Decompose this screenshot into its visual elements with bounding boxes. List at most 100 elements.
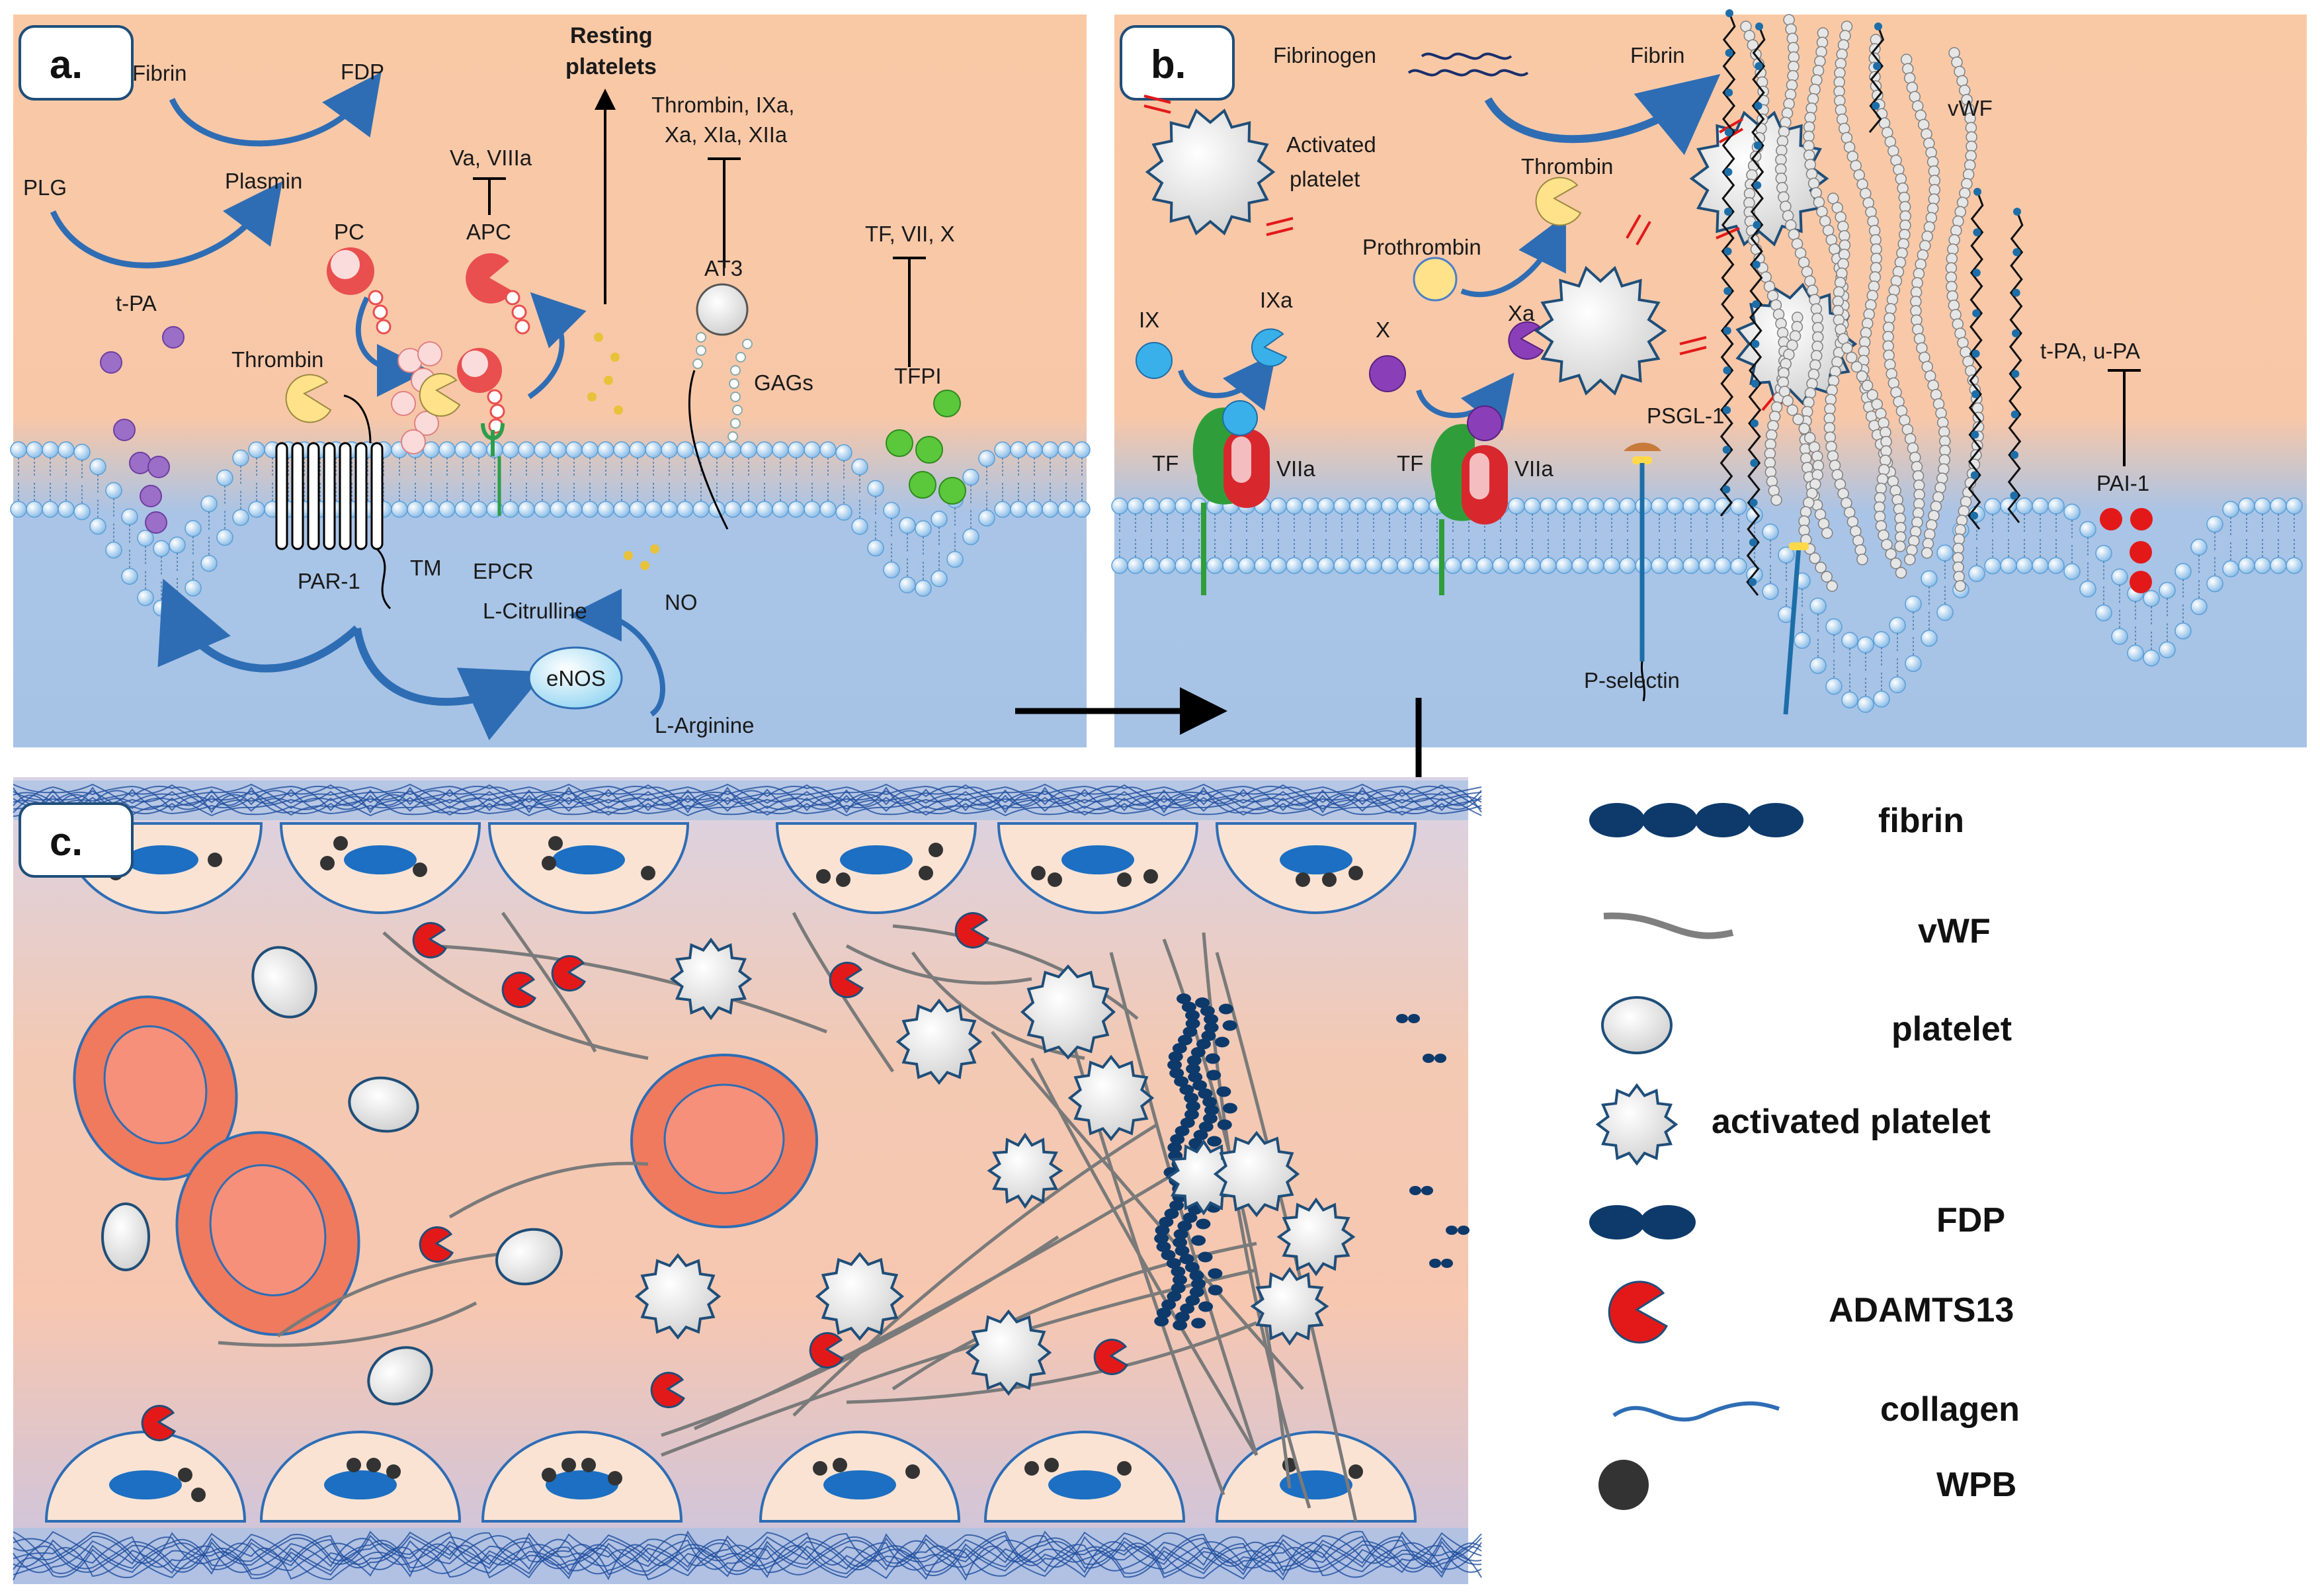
fibrin-bead <box>1198 1301 1214 1312</box>
lipid-head <box>1286 557 1303 574</box>
lipid-head <box>518 441 535 458</box>
lipid-head <box>2175 563 2192 580</box>
vwf-bead <box>1812 65 1825 77</box>
vwf-bead <box>1932 398 1945 410</box>
lipid-head <box>1270 497 1287 515</box>
vwf-bead <box>1921 547 1933 559</box>
vwf-strand <box>892 924 1139 1020</box>
vwf-bead <box>1913 267 1925 280</box>
fibrin-node <box>1971 349 1980 358</box>
fibrin-bead <box>1218 1003 1233 1015</box>
lipid-head <box>772 501 789 518</box>
lipid-head <box>788 441 805 458</box>
lipid-head <box>2222 501 2239 518</box>
label-epcr: EPCR <box>473 559 534 583</box>
label-fibrin-b: Fibrin <box>1630 43 1685 67</box>
fibrin-node <box>1970 471 1979 480</box>
vwf-bead <box>1798 423 1810 435</box>
lipid-head <box>1349 497 1366 515</box>
label-tf-vii-x: TF, VII, X <box>865 222 955 246</box>
vwf-bead <box>1805 102 1817 114</box>
lipid-head <box>2254 497 2271 515</box>
lipid-head <box>740 501 757 518</box>
thrombin-b <box>1535 177 1582 226</box>
lipid-head <box>1111 497 1128 515</box>
vwf-bead <box>1950 224 1962 237</box>
vwf-bead <box>1846 516 1859 528</box>
nucleus <box>840 845 913 874</box>
activated-platelet <box>895 998 983 1085</box>
lipid-head <box>232 449 249 467</box>
lipid-head <box>994 501 1011 519</box>
lipid-head <box>2063 563 2081 580</box>
fibrin-bead <box>1173 1229 1188 1239</box>
lipid-head <box>2270 557 2287 574</box>
lipid-head <box>1365 557 1382 574</box>
fibrin-bead <box>1191 1235 1206 1246</box>
activated-platelet <box>965 1309 1052 1396</box>
lipid-head <box>1317 497 1335 515</box>
vwf-bead <box>1908 535 1920 547</box>
lipid-head <box>1936 604 1954 621</box>
lipid-head <box>1476 557 1493 574</box>
fibrin-bead <box>1222 1020 1237 1031</box>
vwf-bead <box>1892 266 1905 278</box>
lipid-head <box>534 501 551 518</box>
vwf-bead <box>1782 395 1794 407</box>
panel-a-tag-box <box>19 25 134 101</box>
fdp-particle <box>1458 1226 1470 1235</box>
fibrin-bead <box>1169 1068 1184 1079</box>
vwf-bead <box>1827 375 1840 387</box>
vwf-bead <box>1814 55 1826 67</box>
lipid-head <box>1073 441 1091 458</box>
at3-molecule <box>696 283 749 336</box>
fdp-particle <box>1421 1186 1433 1195</box>
lipid-head <box>1809 657 1827 674</box>
fibrin-node <box>1872 102 1880 110</box>
lipid-head <box>58 501 75 518</box>
wpb-granule <box>366 1458 381 1472</box>
label-apc: APC <box>466 220 511 244</box>
vwf-bead <box>1953 570 1965 583</box>
fibrin-bead <box>1198 1088 1213 1099</box>
label-pai1: PAI-1 <box>2096 471 2149 495</box>
vwf-bead <box>1781 107 1794 119</box>
lipid-head <box>1571 497 1589 515</box>
fibrin-bead <box>1185 1101 1200 1112</box>
lipid-head <box>1413 557 1430 574</box>
lipid-head <box>232 509 249 526</box>
label-thrombin-list-1: Thrombin, IXa, <box>651 93 794 117</box>
vwf-bead <box>1835 104 1847 116</box>
vwf-bead <box>1960 495 1972 508</box>
lipid-head <box>1825 618 1843 636</box>
lipid-head <box>1127 497 1144 515</box>
fibrin-node <box>1751 340 1760 348</box>
vwf-bead <box>1829 243 1841 255</box>
lipid-head <box>661 501 678 518</box>
vwf-strand <box>846 1321 1257 1404</box>
label-ixa: IXa <box>1260 288 1293 312</box>
lipid-head <box>1540 557 1557 574</box>
fibrin-bead <box>1171 1282 1186 1294</box>
fibrin-node <box>2012 329 2020 337</box>
vwf-bead <box>1964 159 1976 171</box>
vwf-bead <box>1925 146 1937 159</box>
lipid-head <box>772 441 789 458</box>
fibrin-bead <box>1175 1126 1190 1136</box>
x-xa-arrow <box>1416 372 1514 431</box>
lipid-head <box>1042 501 1059 518</box>
adamts13 <box>501 972 537 1009</box>
par1-enos-arrow <box>353 628 546 741</box>
fibrin-bead <box>1161 1249 1176 1261</box>
adamts13 <box>412 922 448 959</box>
collagen-fiber <box>13 784 1482 810</box>
collagen-fiber <box>13 785 1482 814</box>
lipid-head <box>185 579 202 597</box>
collagen-fiber <box>13 1532 1482 1581</box>
vwf-anchor-head <box>1789 542 1809 550</box>
vwf-bead <box>1909 451 1921 464</box>
par1-left-signal-arrow <box>157 578 360 673</box>
lipid-head <box>1921 630 1938 647</box>
lipid-head <box>105 482 122 499</box>
lipid-head <box>2159 581 2176 599</box>
